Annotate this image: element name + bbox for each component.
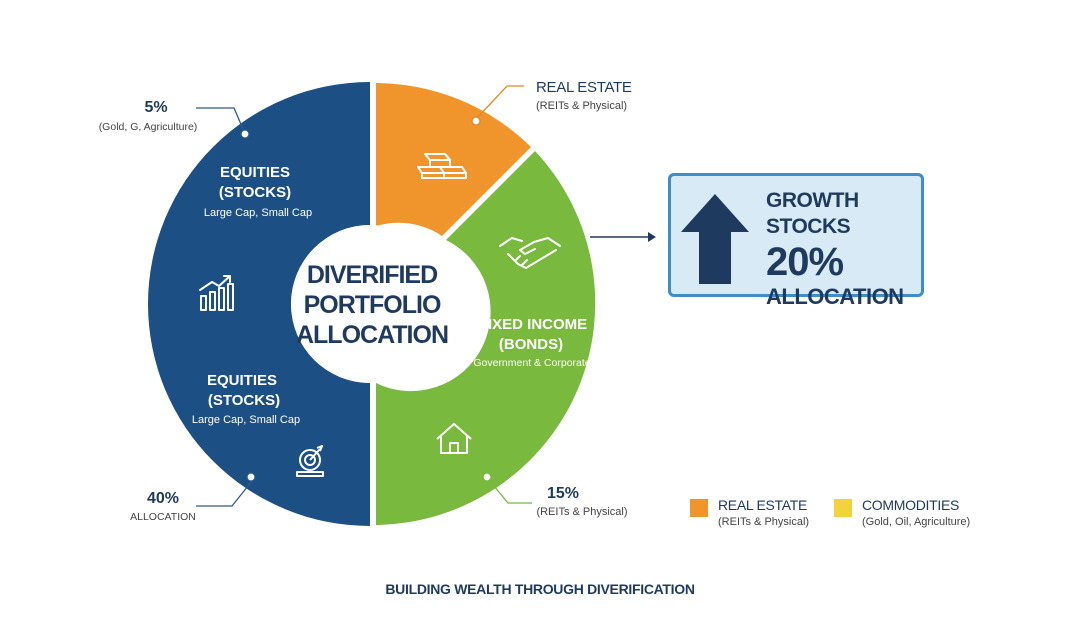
center-title-line3: ALLOCATION <box>296 321 448 349</box>
up-arrow-icon <box>681 194 749 284</box>
equities-top-sub: Large Cap, Small Cap <box>204 207 312 219</box>
equities-top-title2: (STOCKS) <box>219 184 291 201</box>
gold-bars-icon <box>417 153 467 179</box>
equities-top-title1: EQUITIES <box>220 164 290 181</box>
legend-sub: (Gold, Oil, Agriculture) <box>862 516 971 528</box>
marker-top-left <box>240 129 250 139</box>
center-title-line1: DIVERIFIED <box>307 261 437 289</box>
handshake-icon <box>499 237 561 269</box>
callout-percent: 20% <box>766 240 844 284</box>
fixed-income-sub: Government & Corporate <box>473 357 590 369</box>
leader-line-top-left <box>196 107 244 130</box>
bar-chart-icon <box>199 275 234 311</box>
up-arrow-shape <box>681 194 749 284</box>
marker-top-right <box>471 116 481 126</box>
label-bottom-left-sub: ALLOCATION <box>130 511 196 523</box>
legend-sub: (REITs & Physical) <box>718 516 810 528</box>
legend-swatch-commodities <box>834 499 852 517</box>
label-bottom-right-sub: (REITs & Physical) <box>536 506 627 518</box>
real-estate-segment <box>376 83 531 236</box>
label-top-right-title: REAL ESTATE <box>536 79 632 96</box>
callout-title: GROWTH STOCKS <box>766 189 859 238</box>
legend-name: REAL ESTATE <box>718 497 808 513</box>
fixed-income-title1: FIXED INCOME <box>479 316 587 333</box>
equities-bottom-sub: Large Cap, Small Cap <box>192 414 300 426</box>
target-icon <box>296 445 324 477</box>
label-top-right-sub: (REITs & Physical) <box>536 100 627 112</box>
center-hole <box>291 225 449 383</box>
footer-title: BUILDING WEALTH THROUGH DIVERIFICATION <box>385 581 695 597</box>
callout-connector <box>590 232 656 242</box>
label-top-left-sub: (Gold, G, Agriculture) <box>99 121 198 133</box>
center-title-line2: PORTFOLIO <box>304 291 441 319</box>
marker-bottom-right <box>482 472 492 482</box>
leader-line-top-right <box>476 85 524 119</box>
fixed-income-segment <box>376 151 596 525</box>
fixed-income-title2: (BONDS) <box>499 336 563 353</box>
legend-name: COMMODITIES <box>862 497 960 513</box>
legend-swatch-real-estate <box>690 499 708 517</box>
leader-line-bottom-left <box>196 480 253 507</box>
equities-segment <box>148 82 370 526</box>
growth-stocks-callout: GROWTH STOCKS 20% ALLOCATION <box>668 173 924 309</box>
equities-bottom-title2: (STOCKS) <box>208 392 280 409</box>
leader-line-bottom-right <box>488 479 532 504</box>
label-top-left-value: 5% <box>144 99 167 116</box>
label-bottom-right-value: 15% <box>547 485 579 502</box>
label-bottom-left-value: 40% <box>147 490 179 507</box>
house-icon <box>436 423 472 454</box>
callout-allocation: ALLOCATION <box>766 284 904 309</box>
equities-bottom-title1: EQUITIES <box>207 372 277 389</box>
marker-bottom-left <box>246 472 256 482</box>
